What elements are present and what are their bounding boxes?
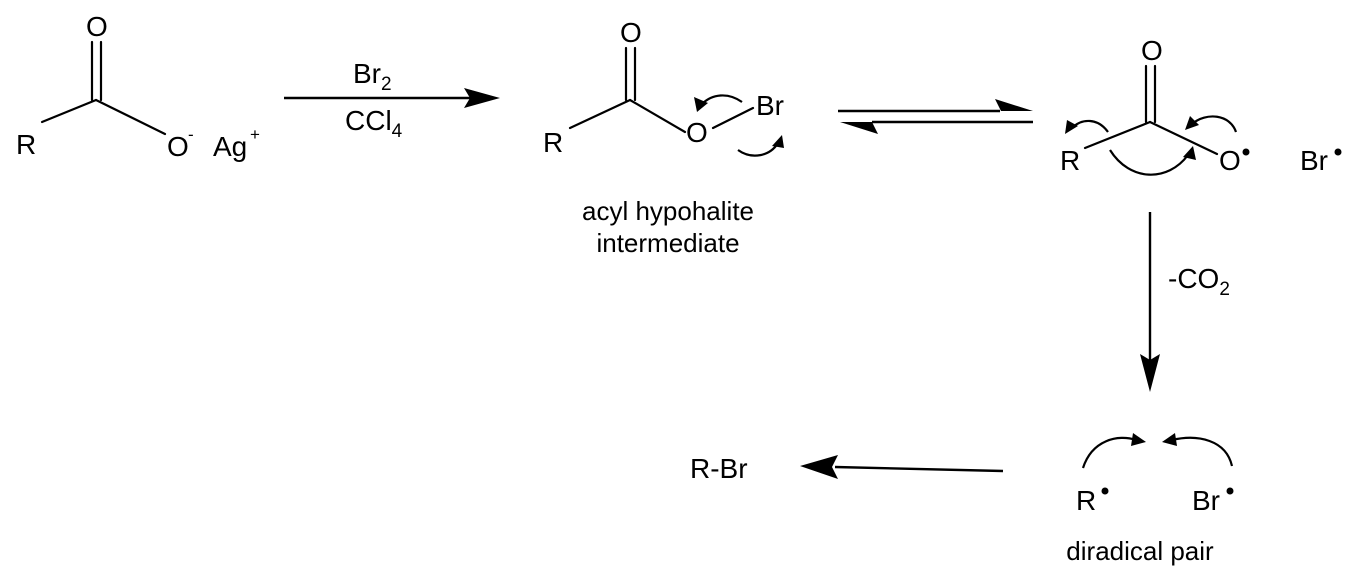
atom-o-carbonyl: O	[1141, 35, 1163, 66]
arrowhead	[1065, 120, 1078, 134]
atom-br: Br	[756, 90, 784, 121]
electron-arrow-br	[1171, 436, 1234, 467]
reagent-arrow: Br2 CCl4	[284, 58, 500, 142]
arrowhead	[772, 135, 784, 148]
electron-arrow-upper	[701, 94, 743, 105]
atom-br-radical: Br	[1192, 485, 1220, 516]
reagent-solvent: CCl4	[345, 105, 403, 142]
caption-line1: acyl hypohalite	[582, 196, 754, 226]
arrowhead	[1185, 116, 1199, 130]
electron-arrow-lower	[737, 142, 779, 157]
electron-arrow-r	[1071, 119, 1109, 133]
radical-dot	[1101, 487, 1109, 495]
charge-negative: -	[188, 125, 194, 144]
atom-o-carbonyl: O	[620, 17, 642, 48]
arrowhead	[1131, 433, 1146, 446]
bond-c-o	[1148, 120, 1219, 156]
reagent-bromine: Br2	[353, 58, 392, 95]
acyl-hypohalite-intermediate: R O O Br acyl hypohalite intermediate	[543, 17, 784, 258]
bond-c-o-anion	[94, 98, 167, 136]
atom-o-radical: O	[1219, 145, 1241, 176]
radical-dot	[1226, 487, 1234, 495]
atom-br-radical: Br	[1300, 145, 1328, 176]
decarboxylation-arrow: -CO2	[1140, 212, 1230, 392]
product-arrow	[800, 455, 1004, 479]
acyloxy-radical-stage: R O O Br	[1060, 35, 1342, 176]
atom-r: R	[543, 127, 563, 158]
atom-r-radical: R	[1076, 485, 1096, 516]
atom-o-anion: O	[167, 131, 189, 162]
arrowhead	[1183, 146, 1196, 160]
atom-r: R	[1060, 145, 1080, 176]
diradical-caption: diradical pair	[1066, 536, 1214, 566]
bond-r-c	[568, 98, 632, 130]
reactant-silver-carboxylate: R O O - Ag +	[16, 11, 260, 162]
bond-r-c	[40, 98, 98, 124]
electron-arrow-o	[1191, 115, 1238, 133]
bond-r-c	[1083, 120, 1152, 150]
radical-dot	[1242, 148, 1250, 156]
decarboxylation-label: -CO2	[1168, 263, 1230, 300]
electron-arrow-bond	[1109, 149, 1189, 176]
arrowhead	[1162, 433, 1177, 446]
radical-dot	[1334, 148, 1342, 156]
diradical-pair: R Br diradical pair	[1066, 433, 1234, 566]
equilibrium-arrows	[838, 99, 1033, 134]
product-label: R-Br	[690, 453, 748, 484]
bond-c-o	[628, 98, 687, 134]
caption-line2: intermediate	[596, 228, 739, 258]
atom-r: R	[16, 129, 36, 160]
atom-silver: Ag	[213, 131, 247, 162]
charge-positive: +	[250, 125, 260, 144]
bond-o-br	[711, 106, 755, 130]
arrowhead	[694, 97, 708, 112]
atom-o-carbonyl: O	[86, 11, 108, 42]
electron-arrow-r	[1081, 436, 1137, 469]
atom-o-ester: O	[686, 117, 708, 148]
